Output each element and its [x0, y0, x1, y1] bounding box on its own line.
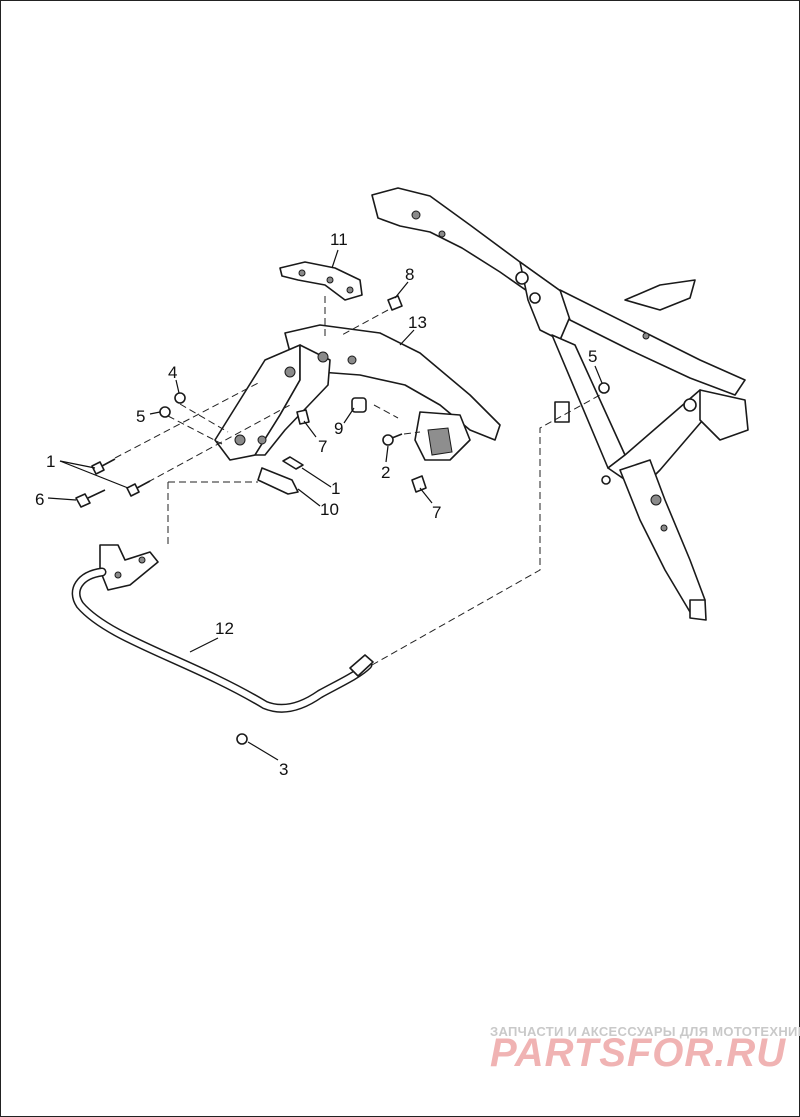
grab-rail-part [71, 544, 374, 713]
callout-13: 13 [408, 313, 427, 332]
motorcycle-frame [371, 187, 749, 621]
callout-1-left: 1 [46, 452, 55, 471]
callout-5-right: 5 [588, 347, 597, 366]
alignment-dashes [114, 296, 601, 666]
hardware-items [75, 295, 610, 745]
watermark-caption: ЗАПЧАСТИ И АКСЕССУАРЫ ДЛЯ МОТОТЕХНИКИ [490, 1024, 800, 1039]
fender-assembly [214, 324, 501, 461]
callout-11: 11 [330, 230, 348, 249]
callout-6: 6 [35, 490, 44, 509]
watermark-logo: PARTSFOR.RU [490, 1031, 786, 1075]
top-clip-part [279, 261, 363, 301]
leader-lines [47, 249, 603, 761]
callout-7-upper: 7 [318, 437, 327, 456]
callout-7-lower: 7 [432, 503, 441, 522]
callout-2: 2 [381, 463, 390, 482]
callout-10: 10 [320, 500, 339, 519]
callout-12: 12 [215, 619, 234, 638]
callout-9: 9 [334, 419, 343, 438]
watermark: ЗАПЧАСТИ И АКСЕССУАРЫ ДЛЯ МОТОТЕХНИКИ PA… [490, 1024, 800, 1075]
callout-4: 4 [168, 363, 177, 382]
callout-8: 8 [405, 265, 414, 284]
callout-1-right: 1 [331, 479, 340, 498]
callout-5-left: 5 [136, 407, 145, 426]
callout-labels: 11 8 13 4 5 1 6 7 9 1 2 10 7 5 12 3 [35, 230, 597, 779]
callout-3: 3 [279, 760, 288, 779]
